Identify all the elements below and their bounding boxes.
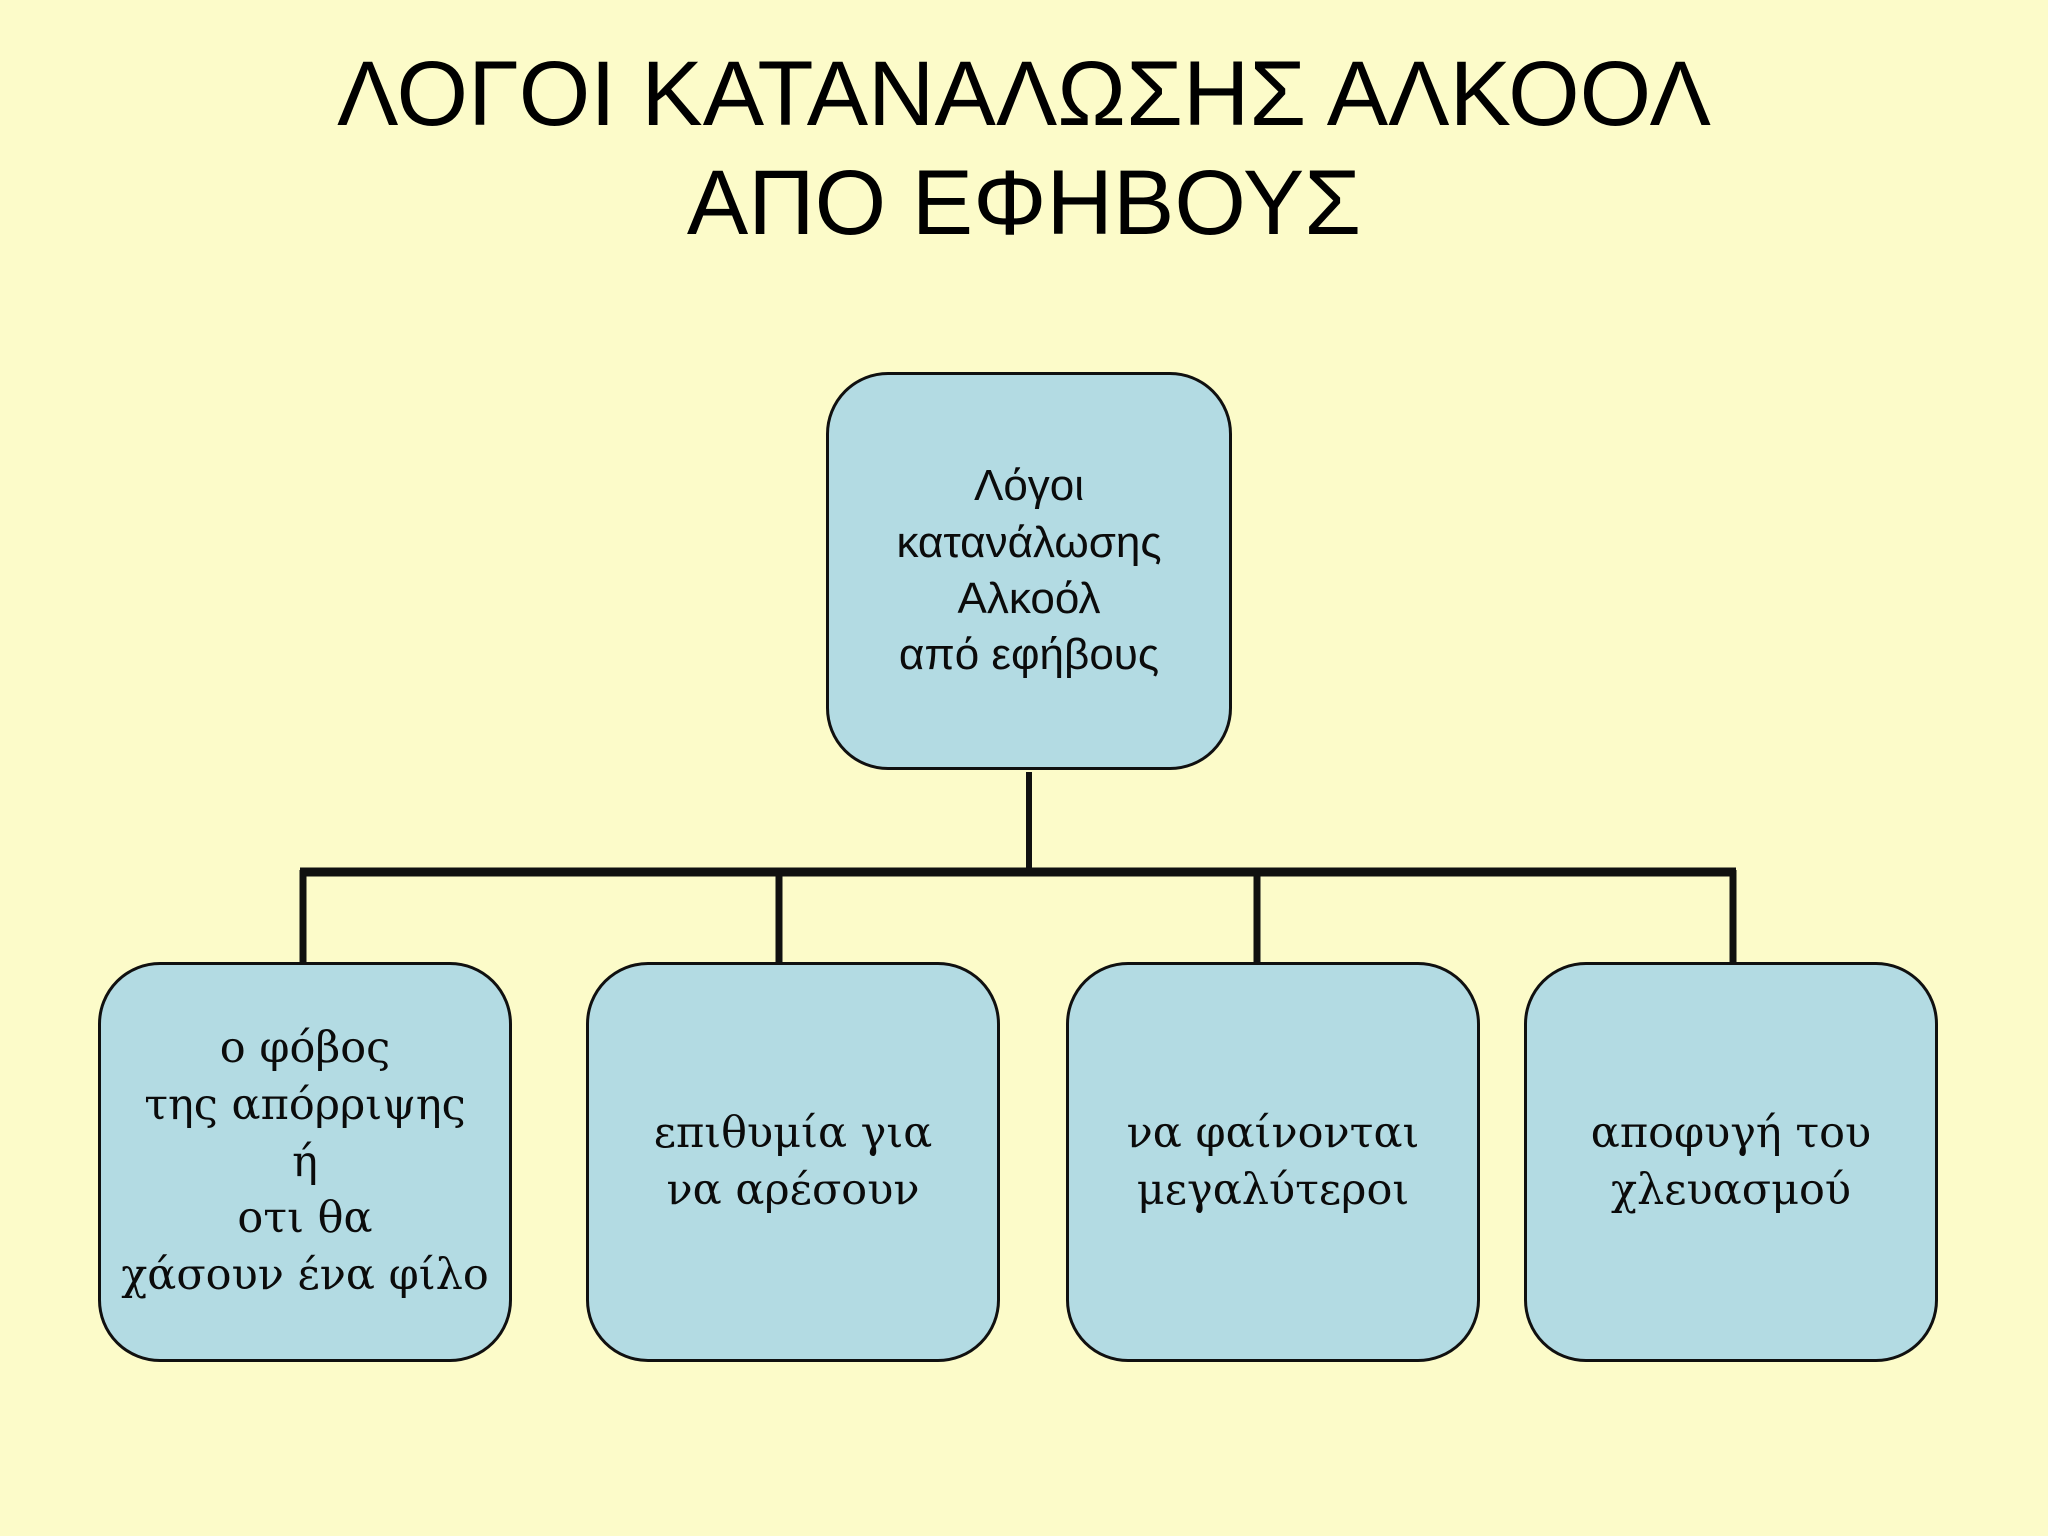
- page-title-line-1: ΛΟΓΟΙ ΚΑΤΑΝΑΛΩΣΗΣ ΑΛΚΟΟΛ: [336, 43, 1712, 145]
- diagram-node-child-2[interactable]: να φαίνονται μεγαλύτεροι: [1066, 962, 1480, 1362]
- diagram-node-child-0[interactable]: ο φόβος της απόρριψης ή οτι θα χάσουν έν…: [98, 962, 512, 1362]
- diagram-node-child-2-label: να φαίνονται μεγαλύτεροι: [1126, 1108, 1420, 1215]
- diagram-node-child-1-label: επιθυμία για να αρέσουν: [653, 1108, 933, 1215]
- diagram-node-root[interactable]: Λόγοι κατανάλωσης Αλκοόλ από εφήβους: [826, 372, 1232, 770]
- page-title-line-2: ΑΠΟ ΕΦΗΒΟΥΣ: [686, 151, 1362, 254]
- page-title: ΛΟΓΟΙ ΚΑΤΑΝΑΛΩΣΗΣ ΑΛΚΟΟΛ ΑΠΟ ΕΦΗΒΟΥΣ: [0, 40, 2048, 257]
- diagram-node-child-1[interactable]: επιθυμία για να αρέσουν: [586, 962, 1000, 1362]
- diagram-node-child-3[interactable]: αποφυγή του χλευασμού: [1524, 962, 1938, 1362]
- diagram-node-child-0-label: ο φόβος της απόρριψης ή οτι θα χάσουν έν…: [121, 1023, 489, 1301]
- diagram-node-child-3-label: αποφυγή του χλευασμού: [1590, 1108, 1872, 1215]
- diagram-node-root-label: Λόγοι κατανάλωσης Αλκοόλ από εφήβους: [896, 461, 1162, 680]
